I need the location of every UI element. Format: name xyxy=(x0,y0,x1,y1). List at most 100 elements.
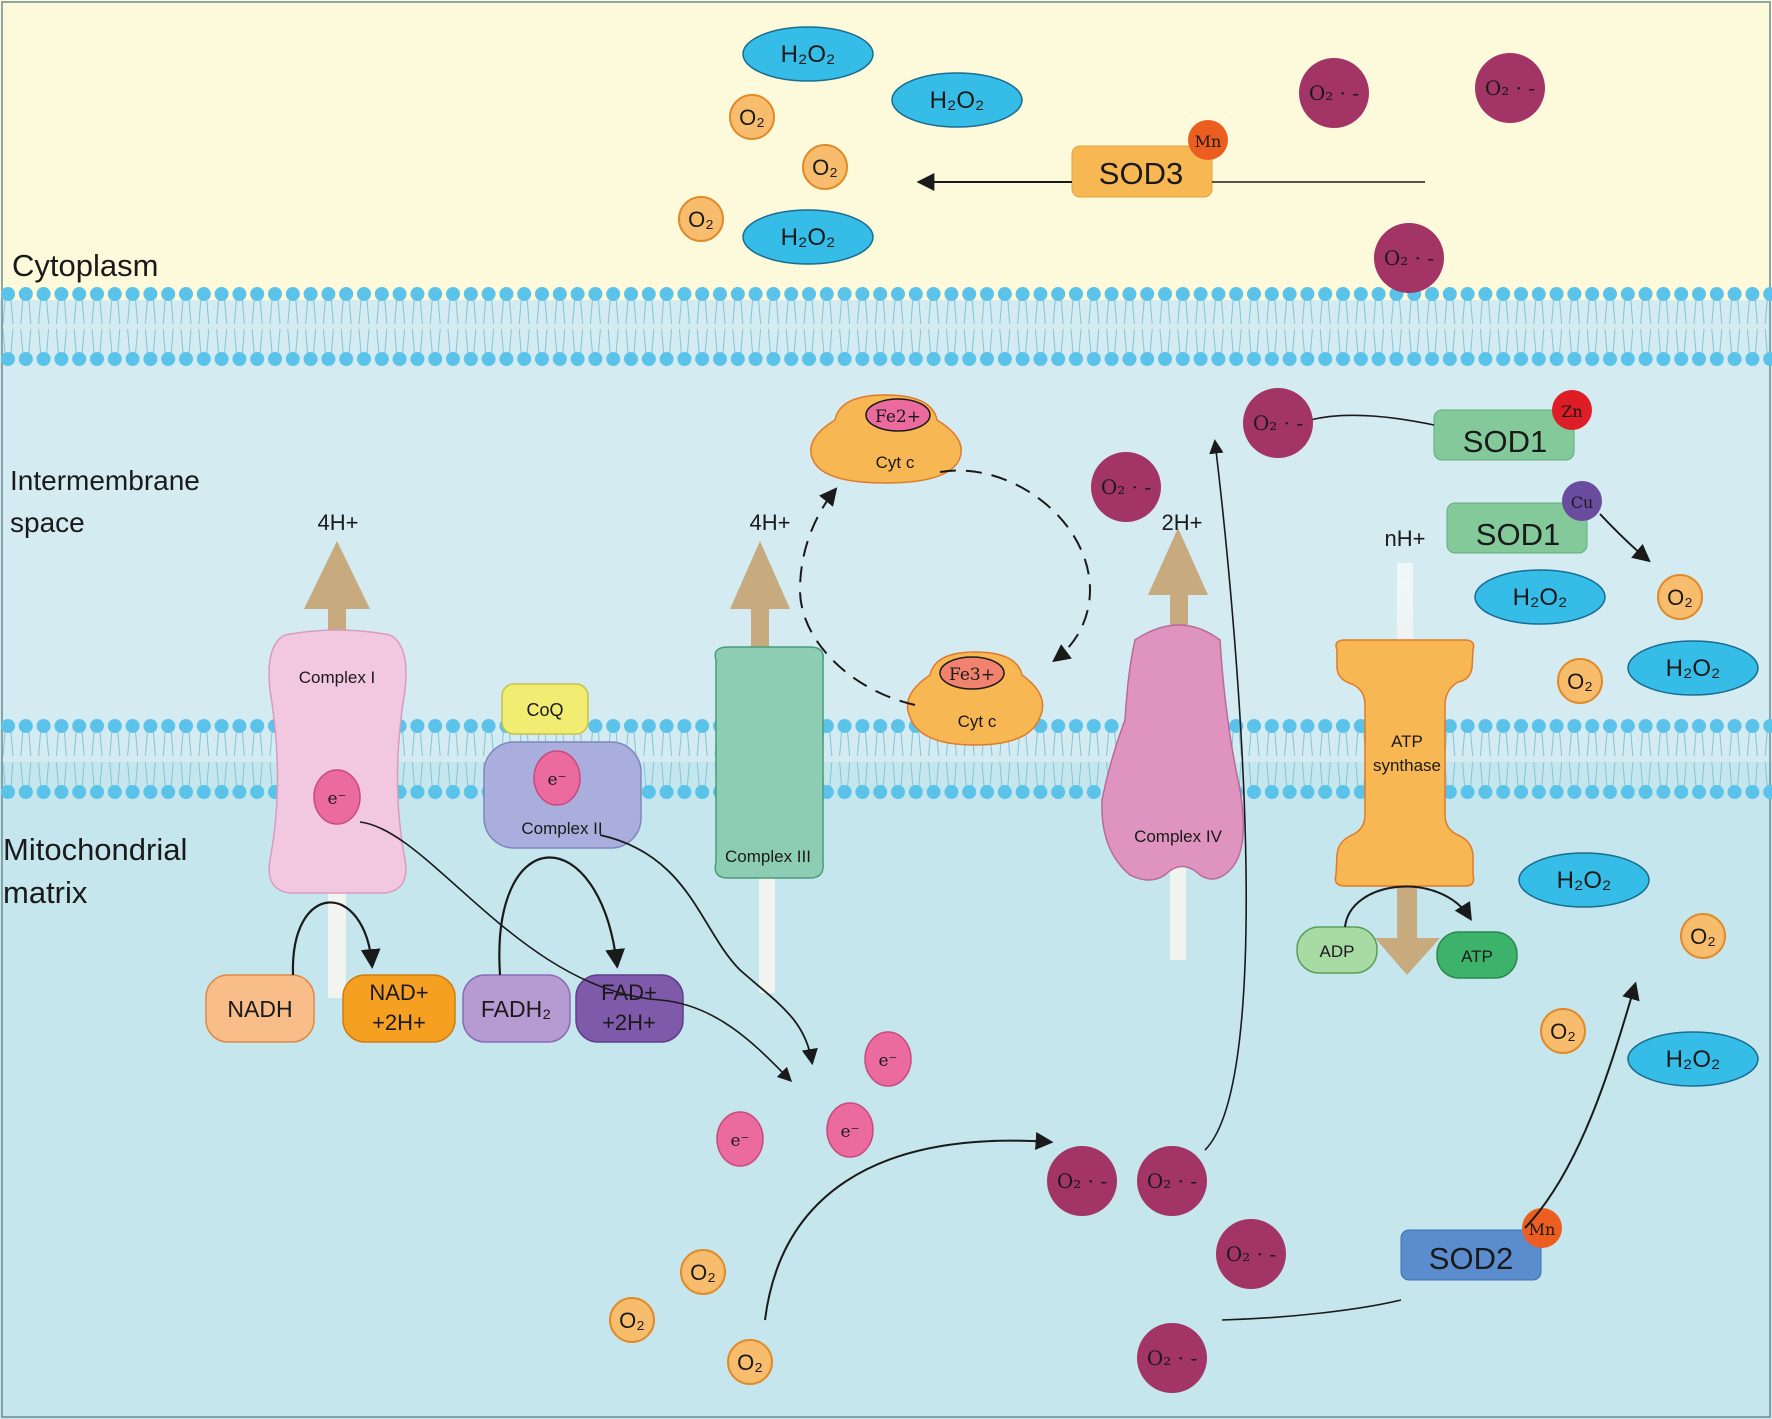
oxygen-molecule xyxy=(609,1297,655,1343)
outer-membrane-lipid-head xyxy=(446,352,460,366)
outer-membrane-lipid-head xyxy=(1620,287,1635,301)
inner-membrane-lipid-head xyxy=(1247,719,1261,733)
outer-membrane-lipid-head xyxy=(1158,287,1172,301)
outer-membrane-lipid-head xyxy=(730,287,745,301)
outer-membrane-lipid-head xyxy=(517,352,532,366)
outer-membrane-lipid-head xyxy=(303,352,318,366)
outer-membrane-lipid-head xyxy=(481,287,496,301)
hydrogen-peroxide-label: H₂O₂ xyxy=(1666,1046,1721,1073)
outer-membrane-lipid-head xyxy=(926,287,941,301)
outer-membrane-lipid-head xyxy=(179,352,193,366)
inner-membrane-lipid-head xyxy=(1086,785,1101,799)
o2-reduction-arrow xyxy=(764,1132,1054,1321)
atp-label: ATP xyxy=(1461,947,1493,966)
outer-membrane-lipid-head xyxy=(891,352,905,366)
inner-membrane-lipid-head xyxy=(1620,785,1635,799)
outer-membrane-lipid-head xyxy=(268,287,282,301)
outer-membrane-lipid-head xyxy=(873,352,888,366)
inner-membrane-lipid-head xyxy=(1567,785,1582,799)
fe3-ion xyxy=(939,656,1005,690)
inner-membrane-lipid-head xyxy=(1051,719,1066,733)
inner-membrane-lipid-head xyxy=(1585,719,1600,733)
sod3-mn-label: Mn xyxy=(1195,132,1222,151)
inner-membrane-lipid-head xyxy=(1656,719,1671,733)
electron xyxy=(716,1111,764,1167)
adp-node xyxy=(1296,926,1378,974)
inner-membrane-lipid-head xyxy=(214,719,229,733)
inner-membrane-lipid-head xyxy=(143,785,158,799)
outer-membrane-lipid-head xyxy=(214,352,229,366)
superoxide-label: O₂ · - xyxy=(1485,76,1535,100)
oxygen-label: O₂ xyxy=(812,155,838,180)
inner-membrane-lipid-head xyxy=(1318,719,1333,733)
inner-membrane-lipid-head xyxy=(1336,719,1350,733)
inner-membrane-lipid-head xyxy=(410,785,425,799)
outer-membrane-lipid-head xyxy=(535,352,549,366)
outer-membrane-lipid-head xyxy=(1371,287,1386,301)
inner-membrane-lipid-head xyxy=(1,785,15,799)
complex-1-body xyxy=(268,629,407,894)
outer-membrane-lipid-head xyxy=(535,287,549,301)
sod1-enzyme-top: SOD1 Zn xyxy=(1433,390,1592,461)
outer-membrane-lipid-head xyxy=(1247,287,1261,301)
outer-membrane-lipid-head xyxy=(606,352,621,366)
atp-synthase-down-arrow xyxy=(1397,886,1417,941)
outer-membrane-lipid-head xyxy=(802,352,816,366)
inner-membrane-lipid-head xyxy=(1496,785,1511,799)
outer-membrane-lipid-head xyxy=(1211,287,1226,301)
inner-membrane-lipid-head xyxy=(1300,719,1315,733)
inner-membrane-lipid-head xyxy=(90,719,104,733)
zn-cofactor xyxy=(1552,390,1592,430)
outer-membrane-lipid-head xyxy=(819,287,834,301)
inner-membrane-lipid-head xyxy=(1763,719,1772,733)
oxygen-molecule xyxy=(1680,913,1726,959)
outer-membrane-lipid-head xyxy=(463,352,478,366)
inner-membrane-lipid-head xyxy=(695,785,710,799)
matrix-label-1: Mitochondrial xyxy=(3,832,187,867)
inner-membrane-lipid-head xyxy=(1478,785,1493,799)
outer-membrane-lipid-head xyxy=(784,287,799,301)
cytoplasm-region xyxy=(0,0,1772,300)
outer-membrane-lipid-head xyxy=(1425,287,1439,301)
inner-membrane-lipid-head xyxy=(855,785,870,799)
inner-membrane-lipid-head xyxy=(1638,719,1653,733)
outer-membrane-lipid-head xyxy=(339,352,354,366)
outer-membrane-lipid-head xyxy=(713,352,727,366)
outer-membrane-lipid-head xyxy=(962,287,977,301)
outer-membrane-lipid-head xyxy=(1478,287,1493,301)
inner-membrane-lipid-head xyxy=(250,785,265,799)
hydrogen-peroxide-label: H₂O₂ xyxy=(1666,655,1721,682)
outer-membrane-lipid-head xyxy=(802,287,816,301)
atp-synthase: nH+ ATP synthase xyxy=(1334,526,1475,975)
superoxide-radical xyxy=(1091,452,1161,522)
outer-membrane-lipid-head xyxy=(980,352,994,366)
inner-membrane-lipid-head xyxy=(1264,719,1279,733)
outer-membrane-lipid-head xyxy=(1549,352,1564,366)
cyt-c-bottom-label: Cyt c xyxy=(958,712,997,731)
superoxide-label: O₂ · - xyxy=(1101,475,1151,499)
outer-membrane-lipid-head xyxy=(695,352,710,366)
inner-membrane-lipid-head xyxy=(659,719,674,733)
outer-membrane-lipid-head xyxy=(1,287,15,301)
reaction-arrows xyxy=(291,173,1651,1321)
fe3-label: Fe3+ xyxy=(949,665,995,685)
cyt-c-cycle-right xyxy=(939,469,1092,663)
superoxide-radical xyxy=(1216,1219,1286,1289)
outer-membrane-lipid-head xyxy=(54,352,69,366)
hydrogen-peroxide xyxy=(1627,640,1759,696)
outer-membrane-lipid-head xyxy=(837,287,852,301)
outer-membrane-lipid-head xyxy=(766,287,781,301)
outer-membrane-lipid-head xyxy=(161,352,176,366)
oxygen-molecule xyxy=(1657,574,1703,620)
superoxide-label: O₂ · - xyxy=(1147,1346,1197,1370)
outer-membrane-lipid-head xyxy=(677,352,692,366)
sod2-mn-label: Mn xyxy=(1529,1220,1556,1239)
outer-membrane-lipid-head xyxy=(1051,287,1066,301)
nadh-label: NADH xyxy=(227,996,292,1022)
inner-membrane-lipid-head xyxy=(624,719,638,733)
superoxide-label: O₂ · - xyxy=(1057,1169,1107,1193)
inner-membrane-lipid-head xyxy=(179,719,193,733)
outer-membrane-lipid-head xyxy=(1069,352,1083,366)
outer-membrane-lipid-head xyxy=(1122,352,1137,366)
outer-membrane-lipid-head xyxy=(570,287,585,301)
